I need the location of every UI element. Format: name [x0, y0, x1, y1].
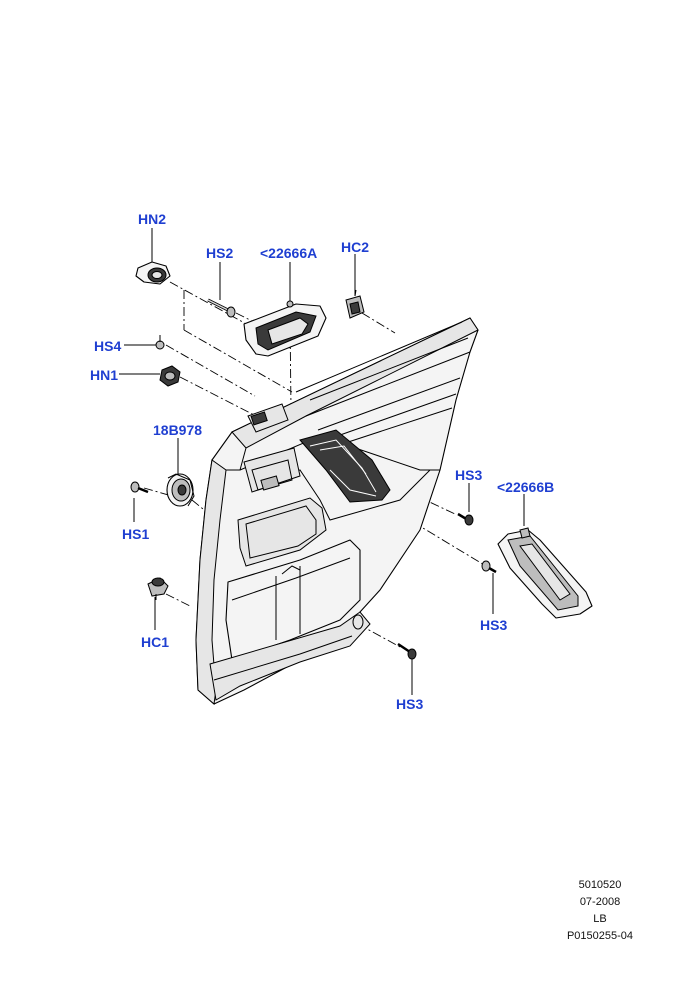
inner-handle-22666a: [243, 300, 327, 357]
callout-hc1: HC1: [141, 634, 170, 650]
callout-hn1: HN1: [90, 367, 119, 383]
callout-22666b: <22666B: [497, 479, 555, 495]
armrest-cover-22666b: [497, 527, 593, 619]
speaker-18b978: [166, 473, 195, 507]
callout-hs3-right: HS3: [455, 467, 483, 483]
callout-hn2: HN2: [138, 211, 167, 227]
window-switch: [247, 403, 289, 433]
hs3-right-screw: [457, 512, 474, 526]
callout-18b978: 18B978: [153, 422, 203, 438]
callout-hs1: HS1: [122, 526, 150, 542]
callout-22666a: <22666A: [260, 245, 318, 261]
stamp-date: 07-2008: [579, 896, 621, 908]
callout-hs3-bottom: HS3: [396, 696, 424, 712]
callout-hc2: HC2: [341, 239, 370, 255]
hs4-screw: [155, 335, 165, 350]
hs1-screw: [130, 481, 149, 494]
stamp-ref-number: 5010520: [578, 879, 622, 891]
hs2-screw: [207, 298, 236, 318]
callout-hs2: HS2: [206, 245, 234, 261]
callout-hs4: HS4: [94, 338, 122, 354]
door-trim-panel: [195, 317, 479, 705]
hn1-retainer: [159, 365, 181, 387]
hs3-bottom-screw: [397, 642, 417, 660]
hn2-part: [135, 261, 171, 285]
leader-lines: [119, 228, 525, 695]
hc2-clip: [345, 289, 365, 319]
stamp-model-code: LB: [593, 913, 607, 925]
hc1-clip: [147, 577, 169, 600]
panel-handle-recess: [243, 429, 391, 503]
callout-hs3-lower-right: HS3: [480, 617, 508, 633]
hs3-lower-right-screw: [481, 560, 497, 574]
stamp-illustration-id: P0150255-04: [566, 930, 634, 942]
